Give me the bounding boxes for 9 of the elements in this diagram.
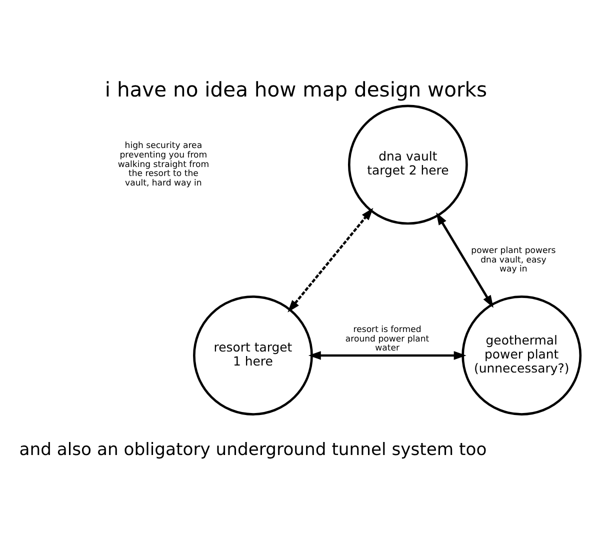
- node-circle: resort target 1 here: [193, 295, 313, 415]
- arrow: [308, 350, 466, 360]
- edge-label: power plant powers dna vault, easy way in: [471, 245, 556, 274]
- caption: and also an obligatory underground tunnel system too: [19, 440, 487, 460]
- edge-label: resort is formed around power plant water: [345, 324, 430, 354]
- diagram-title: i have no idea how map design works: [104, 76, 488, 101]
- arrow: [436, 212, 494, 308]
- label: high security area preventing you from walking straight from the resort to the vault, hard way in: [118, 140, 210, 188]
- arrow: [288, 207, 374, 312]
